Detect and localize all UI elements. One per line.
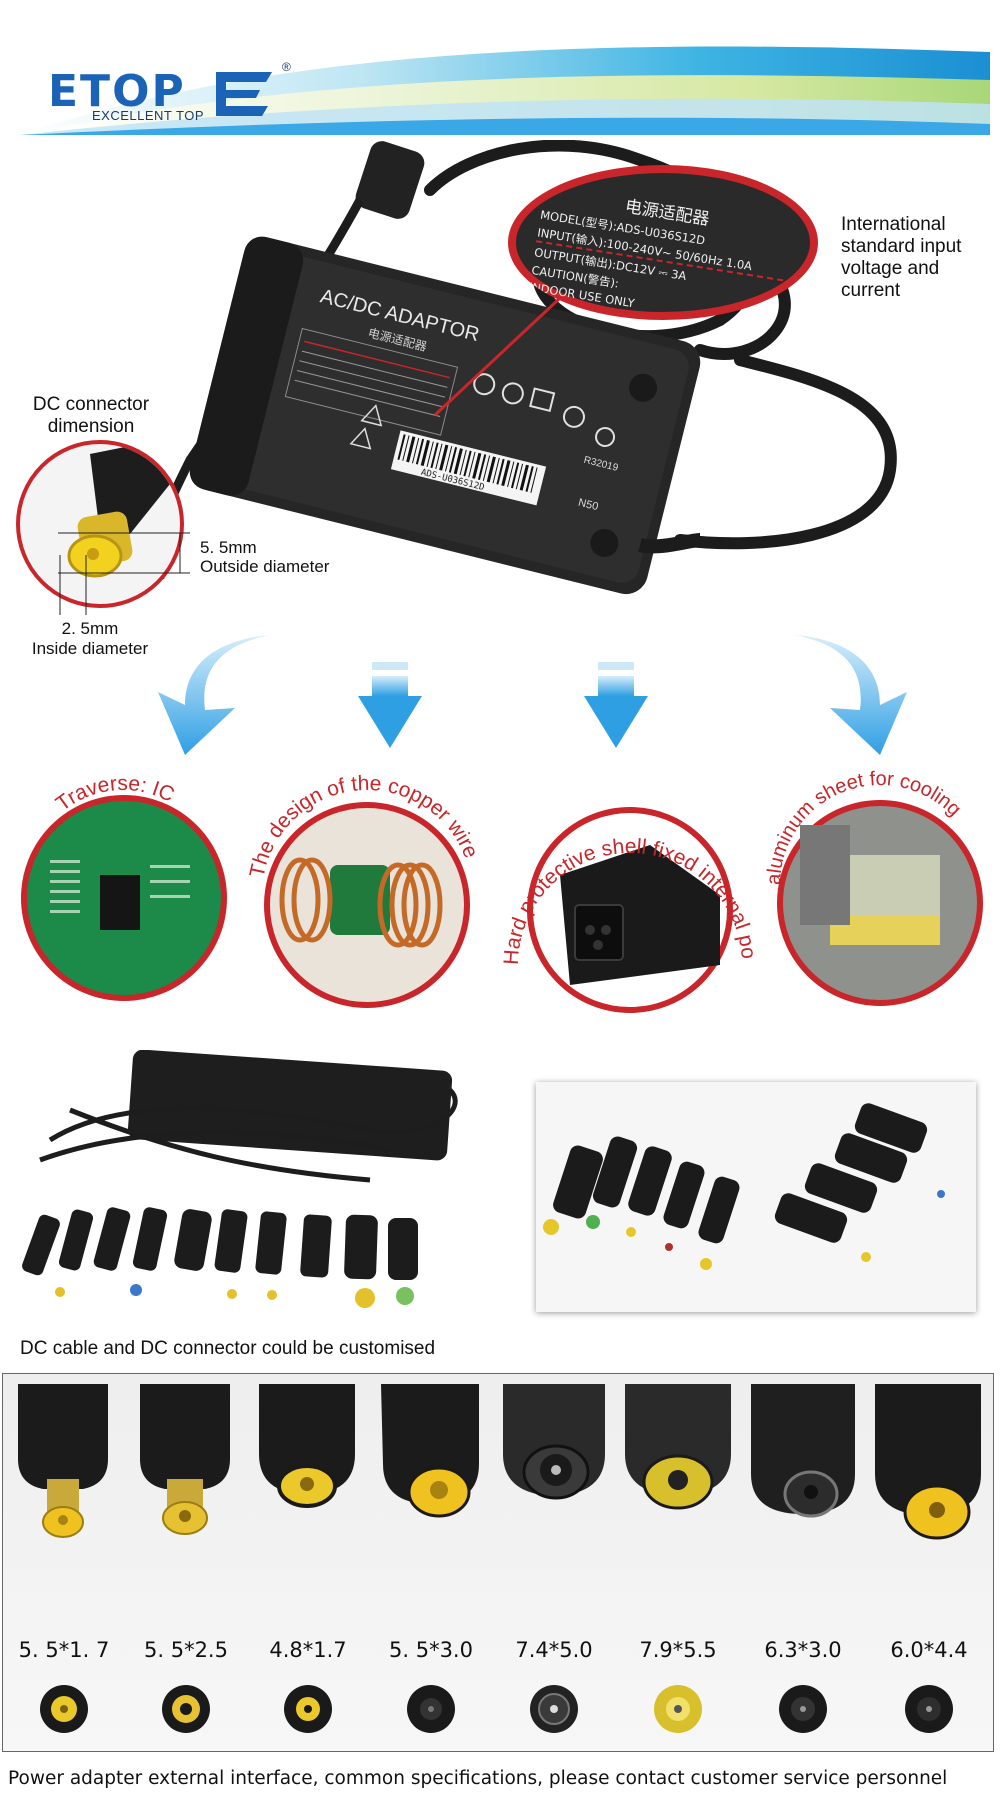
connector-size-label: 4.8*1.7 [269,1638,347,1662]
connector-cell: 7.9*5.5 [615,1374,742,1751]
outside-measure: 5. 5mm [200,538,257,557]
connector-size-label: 7.4*5.0 [515,1638,593,1662]
adapter-product-illustration: AC/DC ADAPTOR 电源适配器 ADS-U036S12D [152,140,897,595]
dc-plug-icon [503,1384,605,1500]
connector-size-label: 5. 5*1. 7 [18,1638,110,1662]
connector-end-icon [407,1685,455,1733]
label-zoom-callout: 电源适配器 MODEL(型号):ADS-U036S12D INPUT(输入):1… [508,165,818,320]
connector-cell: 6.0*4.4 [865,1374,993,1751]
dc-plug-icon [67,444,170,578]
dc-plug-icon [381,1384,479,1518]
outside-caption: Outside diameter [200,557,330,576]
feature-circles: Traverse: IC The design of the copper wi… [0,765,983,1013]
connector-end-icon [905,1685,953,1733]
dimension-lines [58,532,190,615]
connector-cell: 7.4*5.0 [493,1374,616,1751]
arrow-curved-right [795,635,907,755]
ferrite-bead [355,141,425,219]
feature-aluminum-sheet: aluminum sheet for cooling [763,768,983,1006]
inside-caption: Inside diameter [31,639,149,658]
dc-plug-icon [18,1384,108,1538]
dc-connector-dimension-label: DC connector dimension [32,394,150,437]
dc-plug-icon [875,1384,981,1540]
connector-cell: 6.3*3.0 [741,1374,866,1751]
dc-plug-icon [140,1384,230,1535]
connector-end-icon [284,1685,332,1733]
brand-logo-text: ETOP [48,66,186,117]
dc-plug-icon [751,1384,855,1518]
barcode: ADS-U036S12D [390,430,547,506]
feature-ic-board: Traverse: IC [21,772,227,1001]
feature-copper-coil: The design of the copper wire [246,772,483,1008]
inside-measure: 2. 5mm [61,619,119,638]
certification-marks [473,373,616,447]
dc-plug-icon [625,1384,731,1510]
footer-note: Power adapter external interface, common… [8,1768,948,1789]
connector-size-label: 5. 5*3.0 [389,1638,473,1662]
connector-end-icon [654,1685,702,1733]
connector-spec-table: 5. 5*1. 7 5. 5*2.5 4.8*1.7 5. 5*3.0 [2,1373,994,1752]
connector-cell: 5. 5*2.5 [125,1374,248,1751]
registered-mark: ® [282,60,291,74]
connector-cell: 4.8*1.7 [247,1374,370,1751]
dc-plug-icon [259,1384,355,1508]
connector-size-label: 6.0*4.4 [890,1638,968,1662]
connector-cell: 5. 5*1. 7 [3,1374,126,1751]
arrow-down-2 [584,662,648,748]
svg-text:N50: N50 [577,497,599,514]
connector-end-icon [530,1685,578,1733]
adapter-with-tips-photo [22,1050,458,1308]
connector-end-icon [162,1685,210,1733]
tips-set-photo [536,1082,976,1312]
adapter-body: AC/DC ADAPTOR 电源适配器 ADS-U036S12D [189,236,701,595]
connector-size-label: 7.9*5.5 [639,1638,717,1662]
connector-end-icon [779,1685,827,1733]
dc-connector-zoom-circle [16,440,184,608]
connector-cell: 5. 5*3.0 [369,1374,494,1751]
connector-end-icon [40,1685,88,1733]
arrow-curved-left [158,635,270,755]
connector-size-label: 5. 5*2.5 [144,1638,228,1662]
customisation-caption: DC cable and DC connector could be custo… [20,1338,436,1359]
blue-arrows [158,635,907,755]
arrow-down-1 [358,662,422,748]
international-standard-label: International standard input voltage and… [841,214,962,301]
header-banner [0,0,1000,150]
connector-size-label: 6.3*3.0 [764,1638,842,1662]
brand-tagline: EXCELLENT TOP [92,108,204,123]
brand-logo-mark [216,72,272,116]
